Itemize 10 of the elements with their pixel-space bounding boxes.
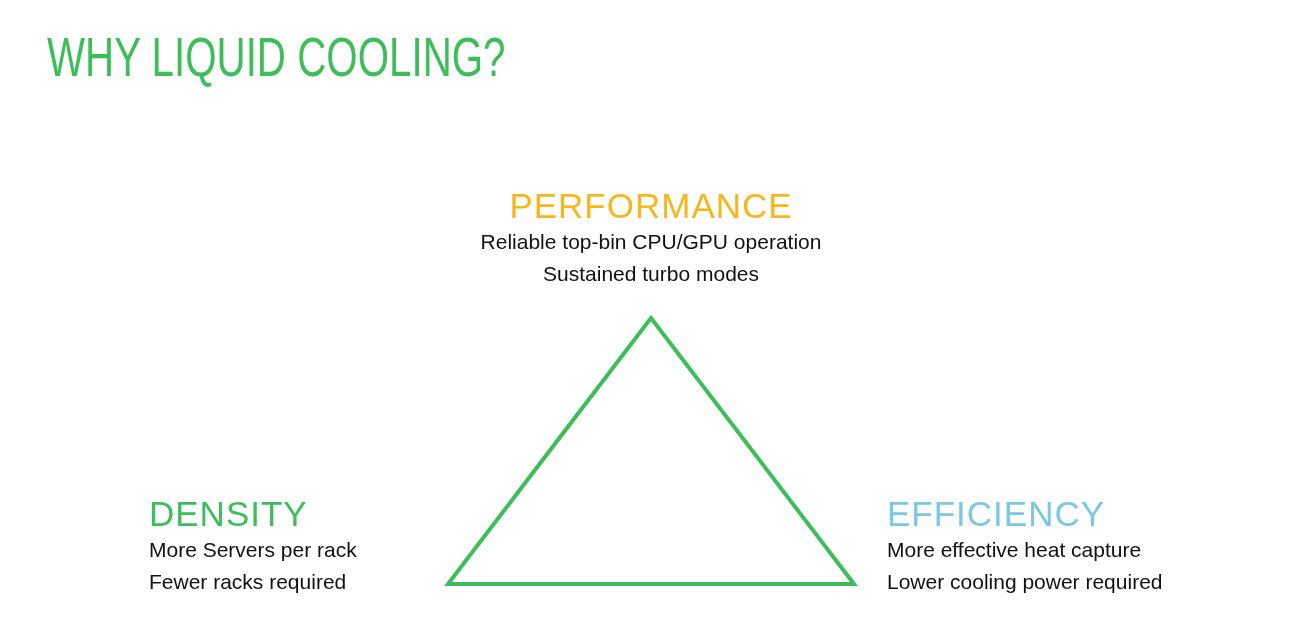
title: WHY LIQUID COOLING?: [47, 26, 506, 88]
category-heading: PERFORMANCE: [508, 186, 794, 226]
benefit-text: Reliable top-bin CPU/GPU operation: [479, 229, 823, 255]
benefit-text: Sustained turbo modes: [542, 261, 760, 287]
benefit-text: Lower cooling power required: [887, 569, 1164, 595]
benefit-text: More effective heat capture: [887, 537, 1143, 563]
benefit-text: More Servers per rack: [149, 537, 358, 563]
benefit-text: Fewer racks required: [149, 569, 348, 595]
category-heading: DENSITY: [149, 494, 309, 534]
category-heading: EFFICIENCY: [887, 494, 1107, 534]
